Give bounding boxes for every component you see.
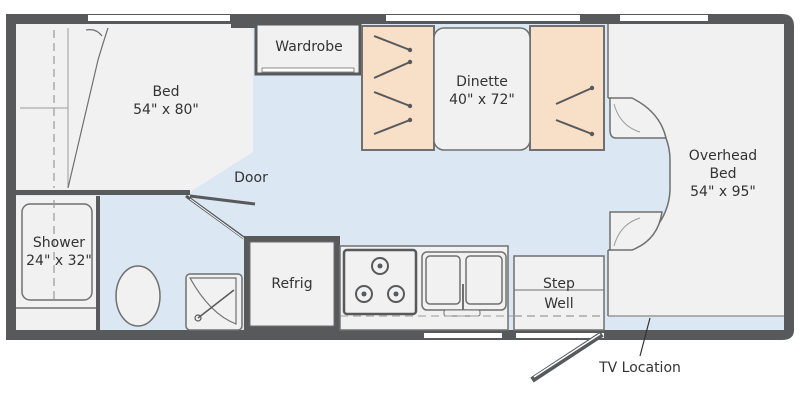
shower-size: 24" x 32" [26, 253, 92, 269]
window-bottom-1 [424, 333, 502, 338]
cab-seat-upper-fold [613, 103, 641, 133]
galley-faucet-base [443, 309, 481, 317]
bed-name: Bed [152, 84, 180, 100]
bedroom-door [189, 194, 256, 206]
cab-seat-lower [609, 211, 663, 251]
wardrobe-area [254, 22, 362, 76]
bed-area [16, 24, 253, 192]
shower-label: Shower 24" x 32" [20, 234, 98, 270]
wardrobe-name: Wardrobe [275, 39, 343, 55]
step-well-area [513, 255, 605, 331]
stove-burners [355, 257, 405, 303]
refrig-label: Refrig [252, 275, 332, 293]
shower-wall [96, 196, 100, 330]
shower-stall [21, 203, 93, 301]
dinette-seat-pins [407, 47, 595, 137]
tv-location-pointer [639, 317, 651, 357]
bedroom-bottom-wall [16, 190, 190, 195]
entry-door-inner [533, 333, 601, 378]
dinette-seat-lines-right [555, 87, 593, 135]
tv-location-label: TV Location [590, 359, 690, 377]
dinette-seat-left [361, 25, 435, 151]
sink-faucet [197, 289, 235, 319]
dinette-seat-lines-left [373, 35, 411, 135]
entry-door [530, 331, 604, 383]
bed-cover-fold-2 [85, 29, 103, 37]
stove [342, 248, 418, 316]
sink-drain [194, 314, 202, 322]
overhead-bed-line1: Overhead [688, 148, 758, 164]
bathroom-door-inner [189, 198, 247, 241]
wardrobe-base [261, 67, 355, 73]
bed-side-wall [231, 24, 255, 28]
window-top-2 [386, 15, 580, 21]
stove-burner-centers [361, 263, 399, 297]
refrig-area [249, 241, 335, 327]
window-top-3 [620, 15, 708, 21]
bed-cover-fold [67, 27, 109, 189]
sink-basin-left [425, 255, 461, 305]
step-well-line1: Step [543, 276, 575, 292]
dinette-label: Dinette 40" x 72" [436, 73, 528, 109]
step-well-label: Step Well [516, 274, 602, 314]
cab-area [608, 24, 784, 316]
tv-location-text: TV Location [599, 360, 681, 376]
step-well-line2: Well [544, 296, 574, 312]
cab-seat-lower-fold [613, 217, 641, 247]
overhead-bed-label: Overhead Bed 54" x 95" [680, 147, 766, 201]
window-top-1 [88, 15, 230, 21]
overhead-bed-size: 54" x 95" [690, 184, 756, 200]
cab-seat-upper [609, 97, 667, 139]
bed-size: 54" x 80" [133, 102, 199, 118]
sink-bowl [188, 277, 237, 325]
sink-basin-right [465, 255, 503, 305]
refrig-name: Refrig [271, 276, 313, 292]
dinette-table [433, 27, 531, 151]
dinette-name: Dinette [456, 74, 508, 90]
dinette-size: 40" x 72" [449, 92, 515, 108]
door-label-text: Door [234, 170, 268, 186]
overhead-bed-line2: Bed [709, 166, 737, 182]
bed-label: Bed 54" x 80" [118, 83, 214, 119]
shower-name: Shower [32, 235, 86, 251]
door-label: Door [226, 169, 276, 187]
window-bottom-2 [516, 333, 604, 338]
toilet [115, 265, 161, 327]
wardrobe-label: Wardrobe [262, 38, 356, 56]
